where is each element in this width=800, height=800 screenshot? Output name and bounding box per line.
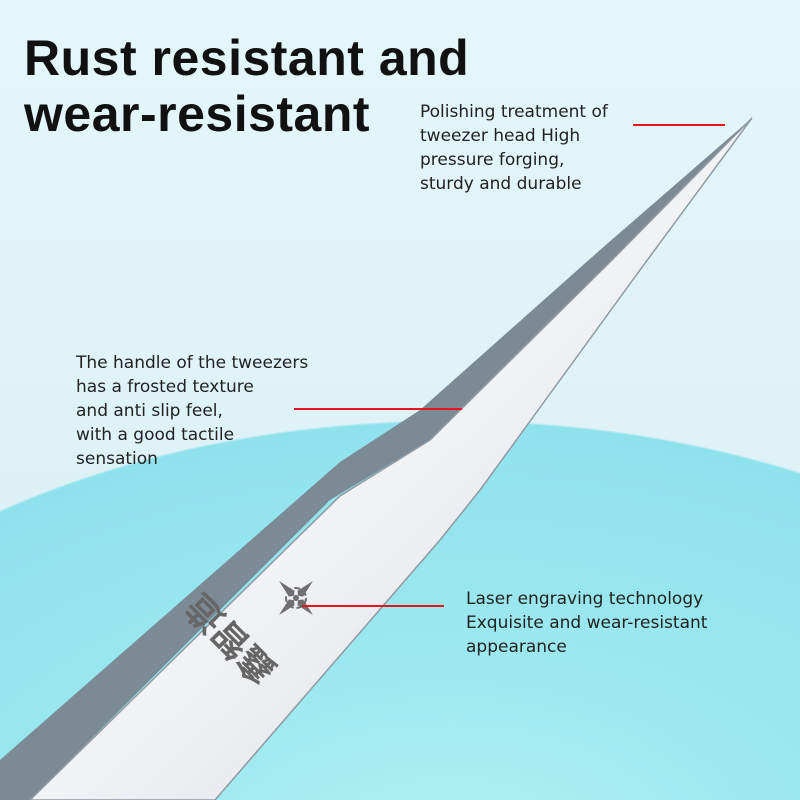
callout-tip-line	[633, 124, 725, 126]
callout-line: has a frosted texture	[76, 377, 254, 397]
callout-handle: The handle of the tweezers has a frosted…	[76, 351, 308, 471]
callout-tip: Polishing treatment of tweezer head High…	[420, 100, 608, 196]
callout-line: appearance	[466, 637, 567, 657]
callout-line: tweezer head High	[420, 126, 581, 146]
tweezer-front-arm	[28, 117, 753, 800]
callout-line: sturdy and durable	[420, 174, 582, 194]
callout-line: The handle of the tweezers	[76, 353, 309, 373]
logo-star-icon	[279, 581, 313, 615]
callout-line: pressure forging,	[420, 150, 565, 170]
page-title: Rust resistant and wear-resistant	[24, 30, 469, 142]
callout-engraving: Laser engraving technology Exquisite and…	[466, 587, 707, 659]
callout-handle-line	[294, 408, 462, 410]
callout-line: Exquisite and wear-resistant	[466, 613, 708, 633]
title-line-2: wear-resistant	[24, 86, 371, 142]
tweezer-back-arm	[0, 118, 752, 800]
callout-line: sensation	[76, 449, 158, 469]
callout-engraving-line	[302, 605, 444, 607]
title-line-1: Rust resistant and	[24, 30, 470, 86]
callout-line: with a good tactile	[76, 425, 235, 445]
callout-line: and anti slip feel,	[76, 401, 223, 421]
callout-line: Polishing treatment of	[420, 102, 608, 122]
callout-line: Laser engraving technology	[466, 589, 704, 609]
